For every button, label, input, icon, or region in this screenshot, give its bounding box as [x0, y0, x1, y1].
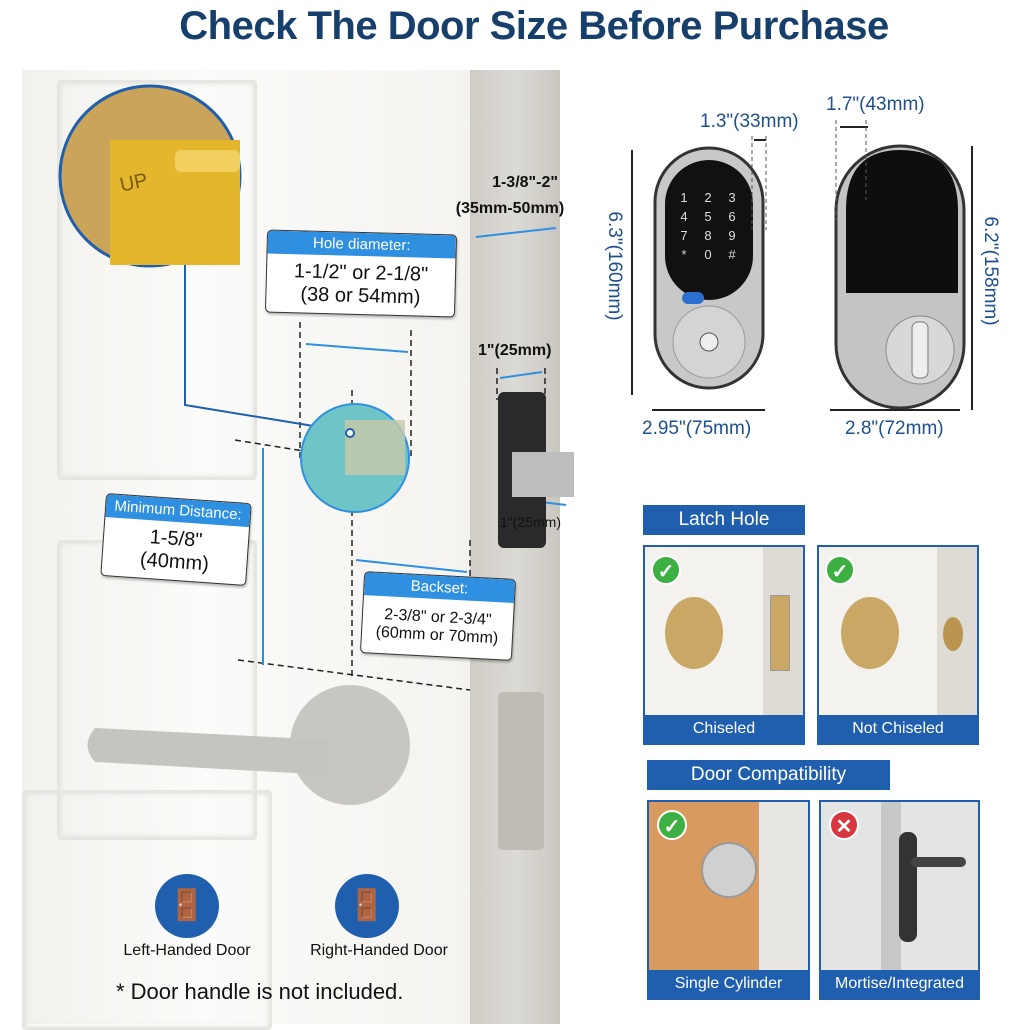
door-compat-header: Door Compatibility	[647, 760, 890, 790]
door-handle-rose	[290, 685, 410, 805]
hole-diameter-inch: 1-1/2" or 2-1/8"	[293, 260, 429, 286]
hole-diameter-label: Hole diameter: 1-1/2" or 2-1/8"(38 or 54…	[264, 229, 458, 318]
key: *	[681, 247, 687, 262]
key: 6	[728, 209, 736, 224]
option-label: Mortise/Integrated	[821, 970, 978, 998]
check-icon: ✓	[657, 810, 687, 840]
left-door-icon: 🚪	[155, 874, 219, 938]
back-height-dim: 6.2"(158mm)	[980, 216, 1001, 326]
door-handle	[87, 728, 330, 775]
compat-option-mortise: ✕ Mortise/Integrated	[819, 800, 980, 1000]
right-handed-label: Right-Handed Door	[310, 942, 448, 959]
front-depth-dim: 1.3"(33mm)	[700, 111, 799, 132]
latch-option-not-chiseled: ✓ Not Chiseled	[817, 545, 979, 745]
minimum-distance-label: Minimum Distance: 1-5/8"(40mm)	[100, 493, 252, 586]
keypad: 1 2 3 4 5 6 7 8 9 * 0 #	[672, 190, 744, 262]
option-label: Chiseled	[645, 715, 803, 743]
key: 5	[704, 209, 712, 224]
disclaimer-note: * Door handle is not included.	[116, 979, 404, 1004]
check-icon: ✓	[825, 555, 855, 585]
strike-plate	[498, 692, 544, 850]
hole-diameter-mm: (38 or 54mm)	[300, 283, 421, 309]
left-handed-label: Left-Handed Door	[123, 942, 251, 959]
right-door-icon: 🚪	[335, 874, 399, 938]
back-depth-dim: 1.7"(43mm)	[826, 94, 925, 115]
option-label: Single Cylinder	[649, 970, 808, 998]
back-width-dim: 2.8"(72mm)	[845, 418, 944, 439]
check-icon: ✓	[651, 555, 681, 585]
latch-option-chiseled: ✓ Chiseled	[643, 545, 805, 745]
key: 2	[704, 190, 712, 205]
key: 4	[680, 209, 688, 224]
option-label: Not Chiseled	[819, 715, 977, 743]
key: 3	[728, 190, 736, 205]
latch-depth-label: 1"(25mm)	[500, 514, 561, 530]
key: 0	[704, 247, 712, 262]
compat-option-single-cylinder: ✓ Single Cylinder	[647, 800, 810, 1000]
key: 8	[704, 228, 712, 243]
key: #	[728, 247, 736, 262]
latch-width-label: 1"(25mm)	[478, 342, 552, 359]
backset-label: Backset: 2-3/8" or 2-3/4"(60mm or 70mm)	[359, 571, 517, 661]
cross-icon: ✕	[829, 810, 859, 840]
key: 7	[680, 228, 688, 243]
key: 1	[680, 190, 688, 205]
door-thickness-inch: 1-3/8"-2"	[492, 174, 558, 191]
door-thickness-mm: (35mm-50mm)	[455, 200, 565, 217]
front-width-dim: 2.95"(75mm)	[642, 418, 752, 439]
door-thickness-label: 1-3/8"-2" (35mm-50mm)	[456, 174, 570, 218]
front-height-dim: 6.3"(160mm)	[604, 211, 625, 321]
latch-hole-header: Latch Hole	[643, 505, 805, 535]
page-title: Check The Door Size Before Purchase	[179, 4, 889, 48]
door-panel	[57, 80, 257, 480]
key: 9	[728, 228, 736, 243]
